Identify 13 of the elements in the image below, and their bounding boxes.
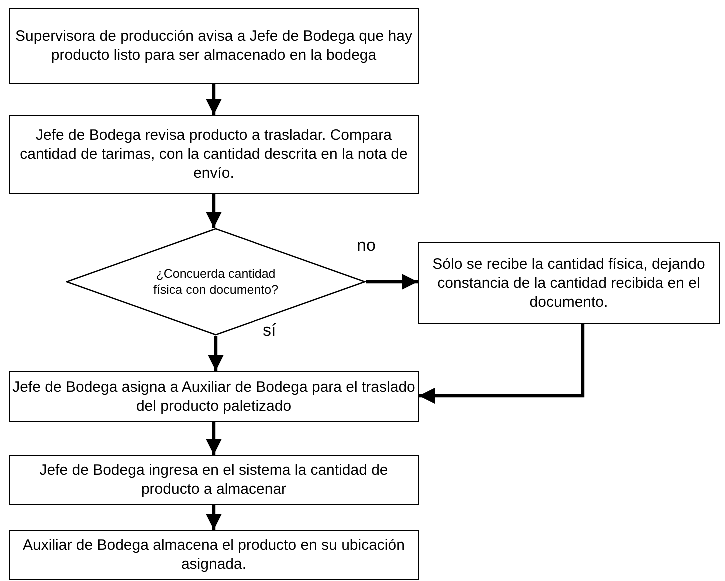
step-text: Auxiliar de Bodega almacena el producto en su ubicación asignada. [22,536,406,574]
process-box [418,242,720,324]
step-text: Sólo se recibe la cantidad física, dejando constancia de la cantidad recibida en el documento. [432,254,706,312]
process-box [9,115,419,194]
process-box [9,8,419,84]
process-box [9,455,419,505]
step-text: Jefe de Bodega revisa producto a trasladar. Compara cantidad de tarimas, con la cantidad descrita en la nota de envío. [19,126,409,183]
step-text: Jefe de Bodega ingresa en el sistema la cantidad de producto a almacenar [38,461,390,499]
process-box [9,530,419,580]
step-text: Supervisora de producción avisa a Jefe de Bodega que hay producto listo para ser almacenado en la bodega [14,27,414,65]
step-text: Jefe de Bodega asigna a Auxiliar de Bodega para el traslado del producto paletizado [12,378,416,416]
process-box [9,371,419,422]
step-text: ¿Concuerda cantidad física con documento? [152,266,280,298]
